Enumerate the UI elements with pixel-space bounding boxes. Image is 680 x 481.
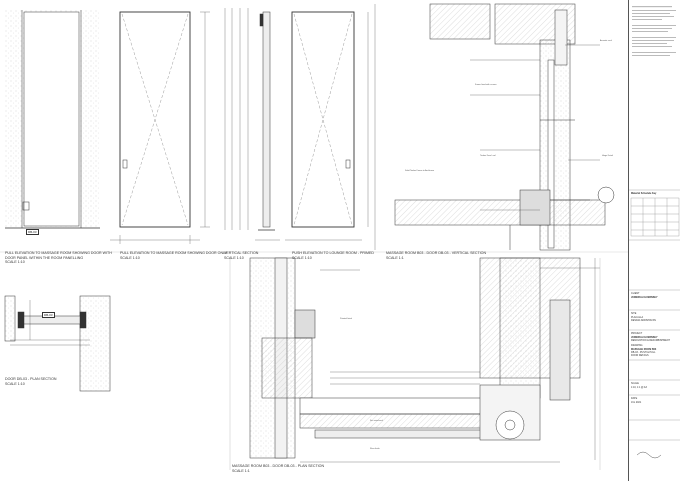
- annotation-note: Hinge Detail: [602, 155, 613, 157]
- door-tag: DB-03: [26, 229, 39, 235]
- title-block: Material Schedule Key CLIENT JUMEIRAH GU…: [628, 0, 680, 481]
- date-label: DATE: [631, 397, 638, 400]
- client-value: JUMEIRAH GUERNSEY: [631, 296, 658, 299]
- project-line: RENOVATION & REFURBISHMENT: [631, 339, 670, 342]
- site-line: PLACALLA: [631, 316, 644, 319]
- annotation-note: Solid Timber Frame to Architrave: [405, 170, 435, 172]
- annotation-note: Frame fixed with screws: [475, 84, 497, 86]
- plan-section: [4, 295, 111, 392]
- caption-vertical-section-detail: MASSAGE ROOM B03 - DOOR DB-03 - VERTICAL…: [386, 251, 487, 260]
- pull-elevation-panelling: [5, 10, 100, 229]
- annotation-note: Acoustic seal: [600, 40, 612, 42]
- date-value: JUL 2021: [631, 401, 642, 404]
- drawing-line: MASSAGE ROOM B03: [631, 348, 657, 351]
- annotation-note: Fire rated seal: [370, 420, 383, 422]
- scale-label: SCALE: [631, 382, 639, 385]
- drawing-label: DRAWING: [631, 344, 643, 347]
- drawing-line: DB-03 - PUSH & PULL: [631, 351, 656, 354]
- material-schedule-header: Material Schedule Key: [631, 192, 657, 195]
- annotation-note: Painted finish: [340, 318, 353, 320]
- caption-plan-section: DOOR DB-03 - PLAN SECTION SCALE 1:10: [5, 377, 57, 386]
- title-block-lines: [629, 6, 680, 459]
- push-elevation: [285, 11, 369, 241]
- caption-pull-elevation-door: PULL ELEVATION TO MASSAGE ROOM SHOWING D…: [120, 251, 228, 260]
- vertical-section-detail: [374, 3, 615, 251]
- project-line: JUMEIRAH GUERNSEY: [631, 336, 658, 339]
- caption-vertical-section: VERTICAL SECTION SCALE 1:10: [224, 251, 259, 260]
- client-label: CLIENT: [631, 292, 640, 295]
- drawing-linework: [0, 3, 628, 470]
- annotation-note: Timber Door Leaf: [480, 155, 496, 157]
- caption-plan-section-detail: MASSAGE ROOM B03 - DOOR DB-03 - PLAN SEC…: [232, 464, 325, 473]
- project-label: PROJECT: [631, 332, 643, 335]
- drawing-line: DOOR DETAILS: [631, 354, 649, 357]
- site-label: SITE: [631, 312, 637, 315]
- site-line: DESIGN ADDISHAYAN: [631, 319, 656, 322]
- caption-pull-elevation-panelling: PULL ELEVATION TO MASSAGE ROOM SHOWING D…: [5, 251, 112, 265]
- annotation-note: Floor finish: [370, 448, 380, 450]
- caption-push-elevation: PUSH ELEVATION TO LOUNGE ROOM - PRIMED S…: [292, 251, 375, 260]
- door-tag: DB-03: [42, 312, 55, 318]
- scale-value: 1:10, 1:1 @ A3: [631, 386, 647, 389]
- plan-section-detail: [229, 257, 601, 470]
- vertical-section: [224, 8, 280, 241]
- pull-elevation-door: [110, 11, 210, 244]
